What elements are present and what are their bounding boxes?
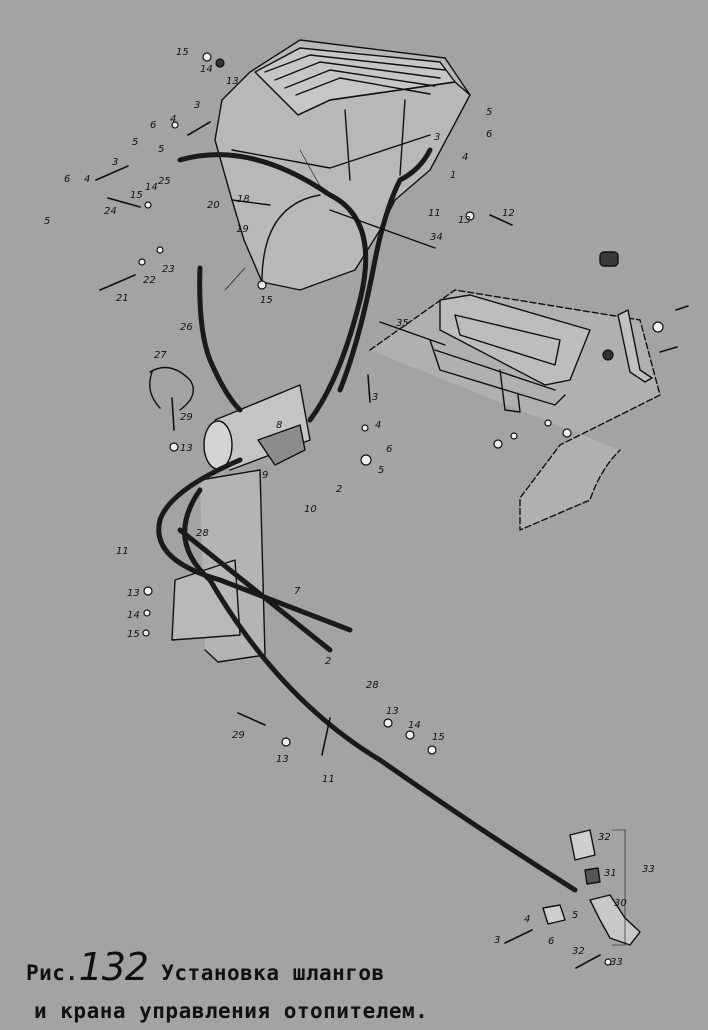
heater-housing <box>214 39 471 291</box>
callout-25: 27 <box>154 350 167 361</box>
callout-34: 34 <box>430 232 443 243</box>
callout-20: 22 <box>143 275 156 286</box>
callout-24: 26 <box>180 322 193 333</box>
callout-6c: 6 <box>486 129 492 140</box>
valve-cylinder <box>171 384 311 663</box>
callout-32: 32 <box>572 946 585 957</box>
callout-14d: 14 <box>408 720 421 731</box>
callout-9: 10 <box>304 504 317 515</box>
callout-2: 2 <box>336 484 342 495</box>
callout-7: 8 <box>276 420 282 431</box>
callout-numbers: 15 14 13 3 4 6 5 3 4 6 5 24 15 14 25 5 2… <box>44 47 655 968</box>
callout-14c: 14 <box>127 610 140 621</box>
callout-13c: 13 <box>458 215 471 226</box>
callout-15c: 15 <box>260 295 273 306</box>
drain-tap-assembly <box>542 829 641 946</box>
callout-3e: 3 <box>494 935 500 946</box>
callout-15b: 15 <box>130 190 143 201</box>
callout-13f: 13 <box>276 754 289 765</box>
callout-17: 19 <box>236 224 249 235</box>
figure-number: 132 <box>78 945 150 989</box>
bolts <box>95 121 689 969</box>
callout-13e: 13 <box>386 706 399 717</box>
callout-29: 31 <box>604 868 617 879</box>
callout-14: 14 <box>200 64 213 75</box>
callout-15d: 15 <box>127 629 140 640</box>
callout-28: 30 <box>614 898 627 909</box>
callout-11: 11 <box>428 208 441 219</box>
callout-6d: 6 <box>386 444 392 455</box>
callout-33: 33 <box>610 957 623 968</box>
callout-1: 1 <box>450 170 456 181</box>
callout-4d: 4 <box>375 420 381 431</box>
callout-5f: 5 <box>572 910 578 921</box>
callout-21: 23 <box>162 264 175 275</box>
caption-prefix: Рис. <box>26 961 79 985</box>
callout-8: 9 <box>262 470 268 481</box>
callout-12: 12 <box>502 208 515 219</box>
callout-3: 3 <box>194 100 200 111</box>
callout-4e: 4 <box>524 914 530 925</box>
caption-line2: и крана управления отопителем. <box>34 999 429 1023</box>
callout-5: 5 <box>132 137 138 148</box>
callout-4b: 4 <box>84 174 90 185</box>
washers <box>138 52 664 966</box>
leader-lines <box>224 149 626 946</box>
callout-14b: 14 <box>145 182 158 193</box>
callout-27: 29 <box>180 412 193 423</box>
callout-15e: 15 <box>432 732 445 743</box>
callout-23: 25 <box>158 176 171 187</box>
callout-11b: 11 <box>116 546 129 557</box>
control-cables <box>329 209 446 346</box>
figure-caption: Рис.132 Установка шлангов и крана управл… <box>26 948 706 1030</box>
callout-18: 20 <box>207 200 220 211</box>
callout-22: 24 <box>104 206 117 217</box>
hoses <box>156 147 578 893</box>
control-lever <box>599 251 653 383</box>
callout-5d: 5 <box>486 107 492 118</box>
callout-16: 18 <box>237 194 250 205</box>
callout-27b: 29 <box>232 730 245 741</box>
callout-6b: 6 <box>64 174 70 185</box>
callout-10: 7 <box>294 586 301 597</box>
callout-26: 28 <box>196 528 209 539</box>
callout-6: 6 <box>150 120 156 131</box>
callout-13: 13 <box>226 76 239 87</box>
callout-13d: 13 <box>127 588 140 599</box>
callout-5b: 5 <box>44 216 50 227</box>
callout-3d: 3 <box>372 392 378 403</box>
callout-3b: 3 <box>112 157 118 168</box>
hose-clamp-ring <box>149 366 194 411</box>
callout-35: 35 <box>396 318 409 329</box>
callout-4: 4 <box>170 114 176 125</box>
callout-2b: 2 <box>325 656 331 667</box>
callout-19: 21 <box>116 293 129 304</box>
caption-line1: Установка шлангов <box>161 961 385 985</box>
callout-30: 32 <box>598 832 611 843</box>
callout-4c: 4 <box>462 152 468 163</box>
callout-13b: 13 <box>180 443 193 454</box>
callout-6e: 6 <box>548 936 554 947</box>
callout-3c: 3 <box>434 132 440 143</box>
callout-31: 33 <box>642 864 655 875</box>
callout-26b: 28 <box>366 680 379 691</box>
heater-control-panel <box>369 289 661 531</box>
callout-5e: 5 <box>378 465 384 476</box>
callout-5c: 5 <box>158 144 164 155</box>
callout-15: 15 <box>176 47 189 58</box>
callout-11c: 11 <box>322 774 335 785</box>
